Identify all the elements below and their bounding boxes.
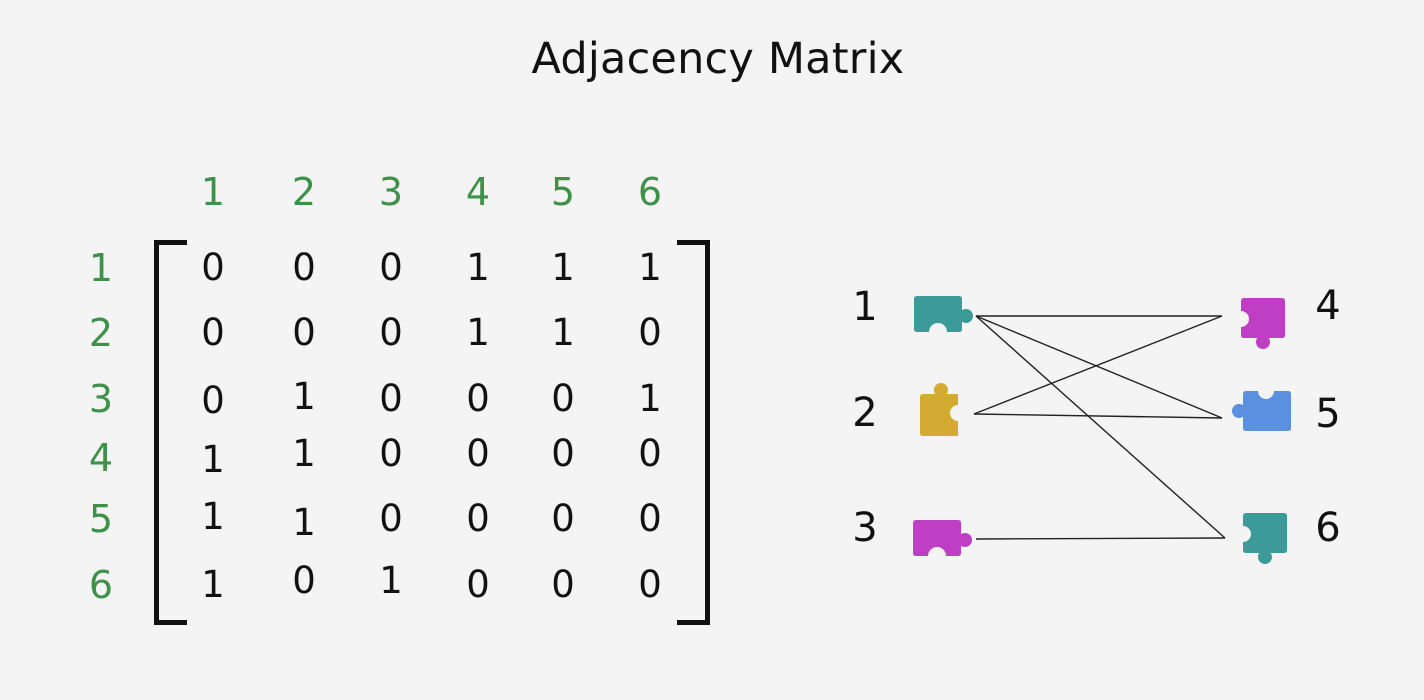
matrix-cell: 0 (379, 246, 403, 289)
matrix-cell: 0 (466, 563, 490, 606)
graph-node-label: 4 (1315, 283, 1341, 329)
matrix-cell: 1 (201, 563, 225, 606)
matrix-cell: 0 (551, 497, 575, 540)
puzzle-piece-icon (914, 296, 973, 332)
matrix-row-header: 4 (88, 436, 114, 480)
matrix-cell: 1 (201, 495, 225, 538)
puzzle-piece-icon (920, 383, 958, 436)
matrix-row-header: 3 (88, 377, 114, 421)
matrix-column-header: 2 (291, 170, 317, 214)
matrix-row-header: 5 (88, 497, 114, 541)
puzzle-piece-icon (1232, 391, 1291, 431)
graph-node-label: 5 (1315, 391, 1341, 437)
matrix-column-header: 4 (465, 170, 491, 214)
puzzle-piece-icon (1241, 298, 1285, 349)
matrix-cell: 0 (466, 497, 490, 540)
matrix-row-header: 6 (88, 563, 114, 607)
matrix-cell: 0 (379, 497, 403, 540)
matrix-cell: 1 (379, 559, 403, 602)
matrix-left-bracket (154, 240, 187, 625)
matrix-cell: 0 (466, 432, 490, 475)
matrix-cell: 1 (551, 246, 575, 289)
graph-edge (975, 315, 1223, 419)
matrix-cell: 1 (551, 311, 575, 354)
matrix-row-header: 1 (88, 246, 114, 290)
matrix-cell: 0 (201, 379, 225, 422)
graph-node-label: 3 (852, 505, 878, 551)
matrix-cell: 0 (292, 559, 316, 602)
graph-edge (975, 315, 1226, 539)
matrix-cell: 0 (551, 563, 575, 606)
matrix-cell: 1 (292, 375, 316, 418)
matrix-column-header: 3 (378, 170, 404, 214)
graph-edge (973, 413, 1223, 419)
matrix-cell: 0 (379, 432, 403, 475)
matrix-cell: 0 (466, 377, 490, 420)
graph-edge (975, 537, 1226, 540)
matrix-cell: 0 (638, 311, 662, 354)
graph-node-label: 6 (1315, 505, 1341, 551)
matrix-cell: 0 (638, 563, 662, 606)
matrix-cell: 0 (201, 311, 225, 354)
graph-node-label: 2 (852, 390, 878, 436)
matrix-cell: 0 (551, 432, 575, 475)
matrix-cell: 0 (292, 246, 316, 289)
matrix-column-header: 5 (550, 170, 576, 214)
graph-node-label: 1 (852, 284, 878, 330)
matrix-cell: 0 (551, 377, 575, 420)
matrix-right-bracket (677, 240, 710, 625)
matrix-cell: 1 (292, 432, 316, 475)
puzzle-piece-icon (1243, 513, 1287, 564)
matrix-row-header: 2 (88, 311, 114, 355)
puzzle-piece-icon (913, 520, 972, 556)
matrix-cell: 1 (638, 246, 662, 289)
matrix-cell: 0 (379, 377, 403, 420)
matrix-cell: 0 (638, 497, 662, 540)
matrix-column-header: 6 (637, 170, 663, 214)
matrix-cell: 1 (466, 311, 490, 354)
matrix-cell: 1 (201, 438, 225, 481)
matrix-column-header: 1 (200, 170, 226, 214)
matrix-cell: 0 (379, 311, 403, 354)
matrix-cell: 1 (638, 377, 662, 420)
graph-edge (973, 315, 1223, 415)
diagram-title: Adjacency Matrix (531, 34, 905, 84)
matrix-cell: 0 (638, 432, 662, 475)
matrix-cell: 0 (201, 246, 225, 289)
matrix-cell: 0 (292, 311, 316, 354)
matrix-cell: 1 (292, 501, 316, 544)
matrix-cell: 1 (466, 246, 490, 289)
